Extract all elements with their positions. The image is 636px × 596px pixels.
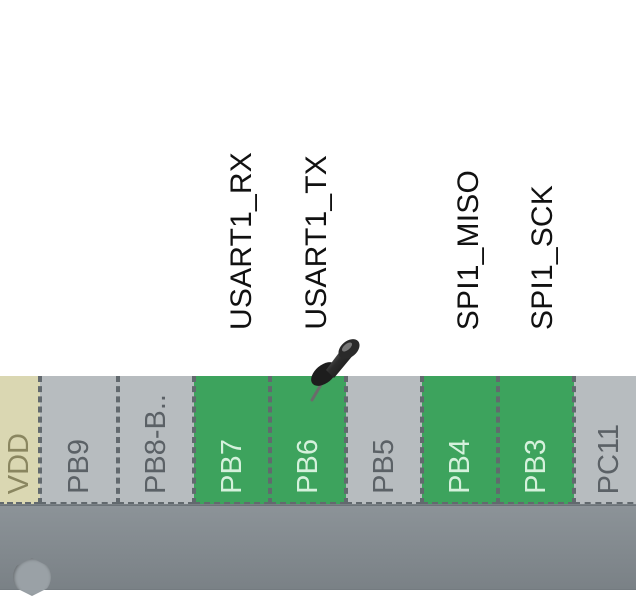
pin-label: PB9 xyxy=(62,439,95,494)
signal-label-text: USART1_RX xyxy=(225,152,258,330)
pin-pb4[interactable]: PB4 xyxy=(422,376,498,504)
pin-label: PB6 xyxy=(291,439,324,494)
pin-label: PB7 xyxy=(215,439,248,494)
signal-label-spi1-sck[interactable]: SPI1_SCK xyxy=(523,120,563,330)
signal-label-text: USART1_TX xyxy=(300,155,333,330)
pin-pb5[interactable]: PB5 xyxy=(346,376,422,504)
pin-label: PB5 xyxy=(367,439,400,494)
signal-label-text: SPI1_SCK xyxy=(526,184,559,330)
signal-label-usart1-tx[interactable]: USART1_TX xyxy=(297,120,337,330)
pin-label: PB8-B.. xyxy=(139,394,172,494)
pin-pb8-boot0[interactable]: PB8-B.. xyxy=(118,376,194,504)
pin-pb3[interactable]: PB3 xyxy=(498,376,574,504)
pin-pb6[interactable]: PB6 xyxy=(270,376,346,504)
pin-label: VDD xyxy=(2,432,35,494)
signal-label-text: SPI1_MISO xyxy=(452,169,485,330)
signal-label-spi1-miso[interactable]: SPI1_MISO xyxy=(449,120,489,330)
signal-label-usart1-rx[interactable]: USART1_RX xyxy=(222,120,262,330)
pushpin-icon[interactable] xyxy=(304,332,366,404)
pin-pb9[interactable]: PB9 xyxy=(40,376,118,504)
pin-pc11[interactable]: PC11 xyxy=(574,376,636,504)
pin-label: PB4 xyxy=(443,439,476,494)
pin-label: PB3 xyxy=(519,439,552,494)
pin-pb7[interactable]: PB7 xyxy=(194,376,270,504)
pin-label: PC11 xyxy=(592,423,625,494)
pin-vdd[interactable]: VDD xyxy=(0,376,40,504)
chip-face xyxy=(0,505,636,589)
